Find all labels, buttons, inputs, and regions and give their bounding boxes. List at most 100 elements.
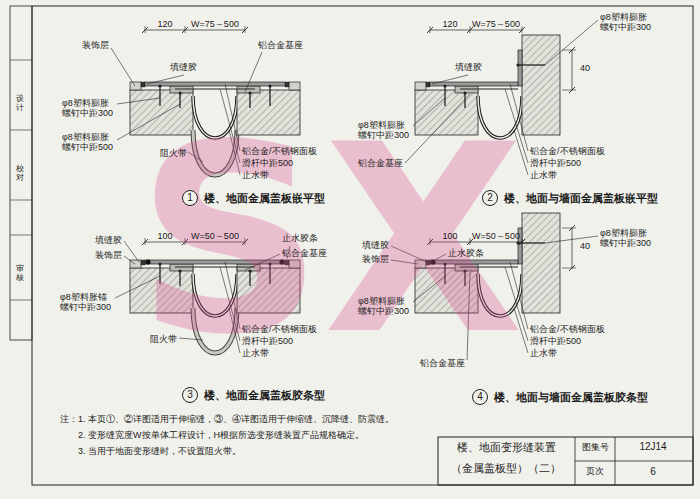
slide-bar <box>460 266 518 267</box>
atlas-number: 12J14 <box>639 441 666 453</box>
water-stop-core <box>478 96 522 138</box>
dimension-line <box>430 30 522 31</box>
expansion-screw <box>249 93 250 108</box>
dimension-tick <box>519 27 525 33</box>
leader-line <box>188 152 203 162</box>
sealant <box>285 260 289 265</box>
part-label: 铝合金/不锈钢面板 <box>530 146 605 156</box>
water-stop <box>193 274 237 316</box>
part-label: 铝合金基座 <box>258 40 303 50</box>
leader-line <box>245 254 280 270</box>
title-block-label: 页次 <box>586 467 604 477</box>
screw-head <box>248 91 251 94</box>
dimension-extension <box>562 268 576 269</box>
sealant <box>285 82 289 87</box>
part-label: 滑杆中距500 <box>530 336 581 346</box>
screw-head <box>178 91 181 94</box>
leader-line <box>117 98 160 104</box>
screw-head <box>443 84 446 87</box>
part-label: φ8塑料膨胀螺钉中距300 <box>62 98 115 119</box>
dimension-tick <box>182 27 188 33</box>
page-number: 6 <box>650 466 656 478</box>
concrete-slab <box>237 90 300 135</box>
cover-plate <box>430 82 518 86</box>
screw-head <box>443 262 446 265</box>
part-label: φ8塑料膨胀螺钉中距300 <box>600 12 653 33</box>
sealant <box>141 260 145 265</box>
dimension-extension <box>562 50 576 51</box>
concrete-slab <box>415 90 478 135</box>
leader-line <box>220 267 240 341</box>
leader-line <box>225 84 240 151</box>
callout-number: 4 <box>477 392 483 402</box>
leader-line <box>391 260 418 264</box>
concrete-slab <box>237 268 300 313</box>
callout-number: 3 <box>187 390 193 400</box>
dimension-tick <box>569 225 575 231</box>
joint-detail <box>415 213 576 316</box>
part-label: 填缝胶 <box>362 240 389 250</box>
dimension-tick <box>467 239 473 245</box>
figure-number-circle: 2 <box>482 190 498 206</box>
expansion-screw <box>518 64 545 65</box>
leader-line <box>124 256 135 264</box>
joint-detail <box>130 238 300 353</box>
figure-number-circle: 4 <box>472 389 488 405</box>
expansion-screw <box>464 271 465 286</box>
dimension-line <box>430 242 522 243</box>
cover-plate <box>430 260 518 264</box>
sheet-title: （金属盖板型）（二） <box>451 462 561 475</box>
part-label: φ8塑料膨胀螺钉中距300 <box>600 228 653 249</box>
callout-number: 1 <box>187 193 193 203</box>
part-label: 填缝胶 <box>170 62 197 72</box>
part-label: 铝合金/不锈钢面板 <box>530 324 605 334</box>
concrete-slab <box>130 268 193 313</box>
leader-line <box>514 130 528 175</box>
leader-line <box>505 89 528 163</box>
figure-title: 楼、地面金属盖板胶条型 <box>204 389 325 401</box>
part-label: 止水带 <box>530 348 557 358</box>
leader-line <box>405 94 470 163</box>
dimension-text: 120 <box>442 19 457 29</box>
leader-line <box>413 276 445 302</box>
part-label: 滑杆中距500 <box>242 158 293 168</box>
wall-angle-plate <box>518 50 522 86</box>
dimension-tick <box>427 239 433 245</box>
leader-line <box>111 48 135 86</box>
finish-layer <box>130 82 141 90</box>
part-label: 止水带 <box>242 170 269 180</box>
part-label: 填缝胶 <box>95 235 122 245</box>
screw-head <box>178 269 181 272</box>
dimension-text: W=75～500 <box>472 19 520 29</box>
figure-title: 楼、地面与墙面金属盖板胶条型 <box>494 391 648 403</box>
concrete-wall <box>522 35 560 135</box>
note-text: 2. 变形缝宽度W按单体工程设计，H根据所选变形缝装置产品规格确定。 <box>78 430 364 440</box>
part-label: 填缝胶 <box>455 62 482 72</box>
leader-line <box>117 104 180 140</box>
dimension-text: 40 <box>580 241 590 251</box>
part-label: 止水带 <box>242 348 269 358</box>
finish-layer <box>415 82 426 90</box>
dimension-tick <box>242 27 248 33</box>
callout-number: 2 <box>487 193 493 203</box>
dimension-tick <box>519 239 525 245</box>
expansion-screw <box>444 86 445 106</box>
dimension-tick <box>427 27 433 33</box>
water-stop-core <box>193 274 237 316</box>
dimension-line <box>145 30 245 31</box>
screw-head <box>268 84 271 87</box>
part-label: 滑杆中距500 <box>242 336 293 346</box>
part-label: 铝合金基座 <box>282 248 327 258</box>
part-label: 阻火带 <box>150 334 177 344</box>
dimension-line <box>145 242 245 243</box>
dimension-tick <box>569 265 575 271</box>
title-block <box>438 437 693 485</box>
water-stop <box>478 274 522 316</box>
strip-divider <box>10 235 32 236</box>
screw-head <box>268 262 271 265</box>
finish-layer <box>289 82 300 90</box>
dimension-extension <box>562 90 576 91</box>
strip-divider <box>10 130 32 131</box>
part-label: 装饰层 <box>362 254 389 264</box>
